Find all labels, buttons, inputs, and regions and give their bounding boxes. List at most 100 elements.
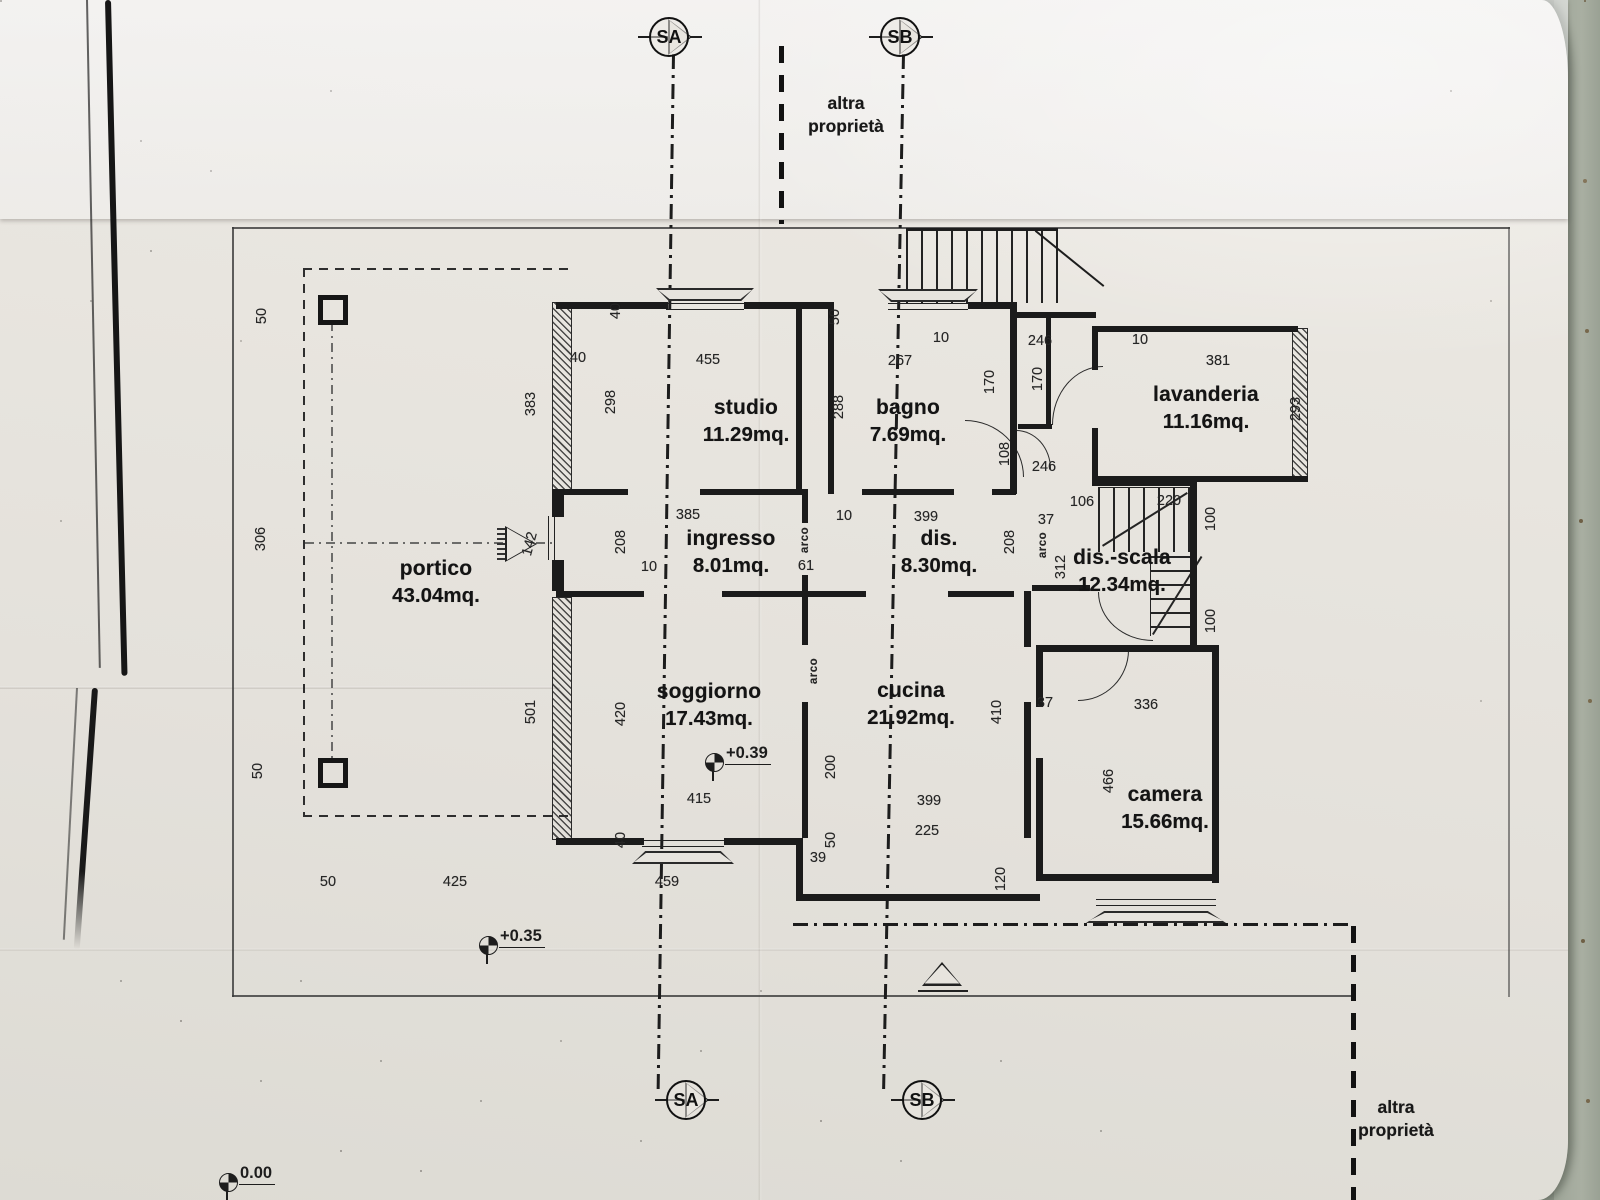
- dimension-label: 293: [1288, 396, 1304, 422]
- dimension-label: 420: [613, 701, 629, 727]
- portico-centerline-h: [305, 542, 557, 544]
- window-sill: [1086, 911, 1226, 923]
- wall: [806, 591, 866, 597]
- dimension-label: 288: [831, 394, 847, 420]
- property-boundary-top: [779, 46, 784, 224]
- wall: [744, 302, 832, 309]
- window-sill: [632, 851, 734, 864]
- portico-column: [318, 295, 348, 325]
- entry-door-frame: [548, 516, 555, 560]
- room-area: 21.92mq.: [867, 706, 955, 729]
- room-label: dis.8.30mq.: [901, 527, 977, 578]
- dimension-label: 208: [1002, 529, 1018, 555]
- wall: [1018, 424, 1052, 429]
- dimension-label: 415: [686, 791, 712, 807]
- dimension-label: 381: [1205, 353, 1231, 369]
- window-studio: [666, 303, 744, 310]
- frame-right: [1508, 227, 1510, 997]
- level-marker-icon: [705, 753, 724, 772]
- wall: [1092, 326, 1298, 332]
- terrace-edge-dashed: [793, 923, 1353, 926]
- dimension-label: 10: [640, 559, 658, 575]
- room-area: 11.16mq.: [1162, 410, 1250, 433]
- wall: [1040, 874, 1217, 881]
- wall: [1024, 591, 1031, 647]
- wall: [1010, 302, 1017, 494]
- dimension-label: 40: [569, 350, 587, 366]
- dimension-label: arco: [799, 526, 811, 554]
- portico-column: [318, 758, 348, 788]
- level-marker-tick: [226, 1189, 228, 1200]
- wall: [1092, 480, 1194, 486]
- section-marker-label: SA: [649, 17, 689, 57]
- dimension-label: 61: [797, 558, 815, 574]
- table-speckles: [1584, 0, 1586, 2]
- frame-left: [232, 227, 234, 997]
- dimension-label: 10: [932, 330, 950, 346]
- paper-crease-lower: [0, 948, 1568, 951]
- dimension-label: arco: [808, 657, 820, 685]
- room-area: 43.04mq.: [392, 584, 480, 607]
- staircase-lower-flight: [1150, 556, 1191, 636]
- dimension-label: 385: [675, 507, 701, 523]
- dimension-label: 459: [654, 874, 680, 890]
- wall: [1092, 476, 1308, 482]
- room-name: dis.-scala: [1073, 546, 1171, 569]
- level-marker-tick: [712, 769, 714, 781]
- room-name: camera: [1127, 783, 1203, 806]
- room-name: lavanderia: [1153, 383, 1259, 406]
- room-area: 17.43mq.: [665, 707, 753, 730]
- hatched-wall-west-lower: [552, 597, 572, 840]
- wall: [552, 560, 564, 591]
- wall: [1190, 480, 1197, 652]
- wall: [1036, 645, 1218, 652]
- section-marker-sa: SA: [638, 13, 702, 61]
- wall: [1092, 326, 1098, 370]
- dimension-label: 50: [827, 308, 843, 326]
- terrace-marker-icon: [922, 962, 962, 986]
- dimension-label: 246: [1031, 459, 1057, 475]
- dimension-label: 142: [519, 530, 541, 558]
- level-marker-icon: [219, 1173, 238, 1192]
- window-sill: [878, 289, 978, 302]
- dimension-label: 466: [1101, 768, 1117, 794]
- level-marker-tick: [486, 952, 488, 964]
- wall: [1010, 312, 1096, 318]
- room-label: lavanderia 11.16mq.: [1153, 383, 1259, 434]
- room-area: 11.29mq.: [702, 423, 790, 446]
- dimension-label: 425: [442, 874, 468, 890]
- window-soggiorno: [642, 840, 724, 847]
- wall: [700, 489, 804, 495]
- dimension-label: 410: [989, 699, 1005, 725]
- level-marker-icon: [479, 936, 498, 955]
- dimension-label: 40: [613, 831, 629, 849]
- level-value: +0.39: [725, 744, 771, 765]
- wall: [1024, 702, 1031, 838]
- dimension-label: 455: [695, 352, 721, 368]
- section-marker-sb: SB: [869, 13, 933, 61]
- wall: [802, 702, 808, 838]
- section-marker-label: SA: [666, 1080, 706, 1120]
- wall: [796, 894, 1040, 901]
- room-area: 7.69mq.: [869, 423, 947, 446]
- wall: [828, 302, 834, 494]
- wall: [552, 489, 564, 517]
- dimension-label: 39: [809, 850, 827, 866]
- hatched-wall-west-upper: [552, 302, 572, 492]
- portico-outline-top: [303, 268, 575, 270]
- dimension-label: 170: [1030, 366, 1046, 392]
- portico-centerline-v: [331, 322, 333, 760]
- boundary-label: altra proprietà: [808, 93, 884, 136]
- room-area: 15.66mq.: [1121, 810, 1209, 833]
- dimension-label: 50: [823, 831, 839, 849]
- terrace-marker-line: [918, 990, 968, 992]
- dimension-label: 100: [1203, 506, 1219, 532]
- room-name: cucina: [877, 679, 945, 702]
- wall: [556, 591, 644, 597]
